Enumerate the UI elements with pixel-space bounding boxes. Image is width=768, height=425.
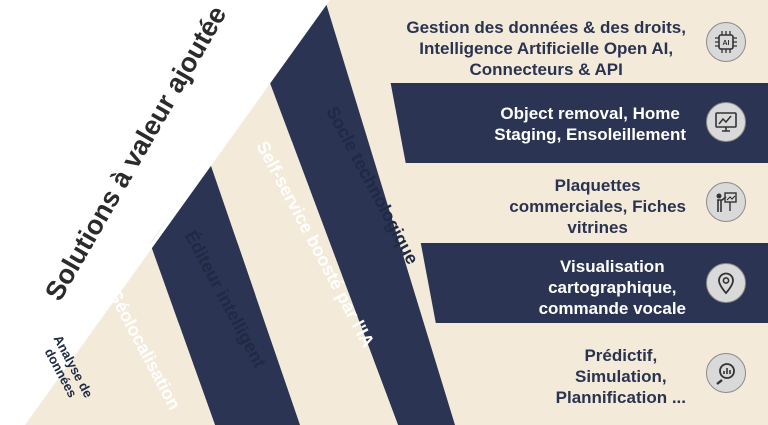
row-text-1: Gestion des données & des droits, Intell…: [406, 18, 686, 79]
background-wedge: [0, 0, 325, 425]
row-band-1: [270, 0, 768, 83]
monitor-chart-icon: [706, 102, 746, 142]
svg-text:AI: AI: [723, 40, 730, 47]
magnifier-chart-icon: [706, 353, 746, 393]
ai-chip-icon: AI: [706, 22, 746, 62]
layer-stripe-editeur: [210, 83, 398, 425]
layer-stripe-geoloc: [150, 163, 300, 425]
presenter-icon: [706, 182, 746, 222]
layer-stripe-selfservice: [270, 0, 455, 425]
band-edge-0: [20, 0, 330, 425]
row-text-5: Prédictif, Simulation, Plannification ..…: [555, 346, 686, 407]
location-pin-icon: [706, 263, 746, 303]
row-text-4: Visualisation cartographique, commande v…: [538, 257, 686, 318]
row-text-2: Object removal, Home Staging, Ensoleille…: [494, 104, 686, 144]
row-text-3: Plaquettes commerciales, Fiches vitrines: [509, 176, 686, 237]
